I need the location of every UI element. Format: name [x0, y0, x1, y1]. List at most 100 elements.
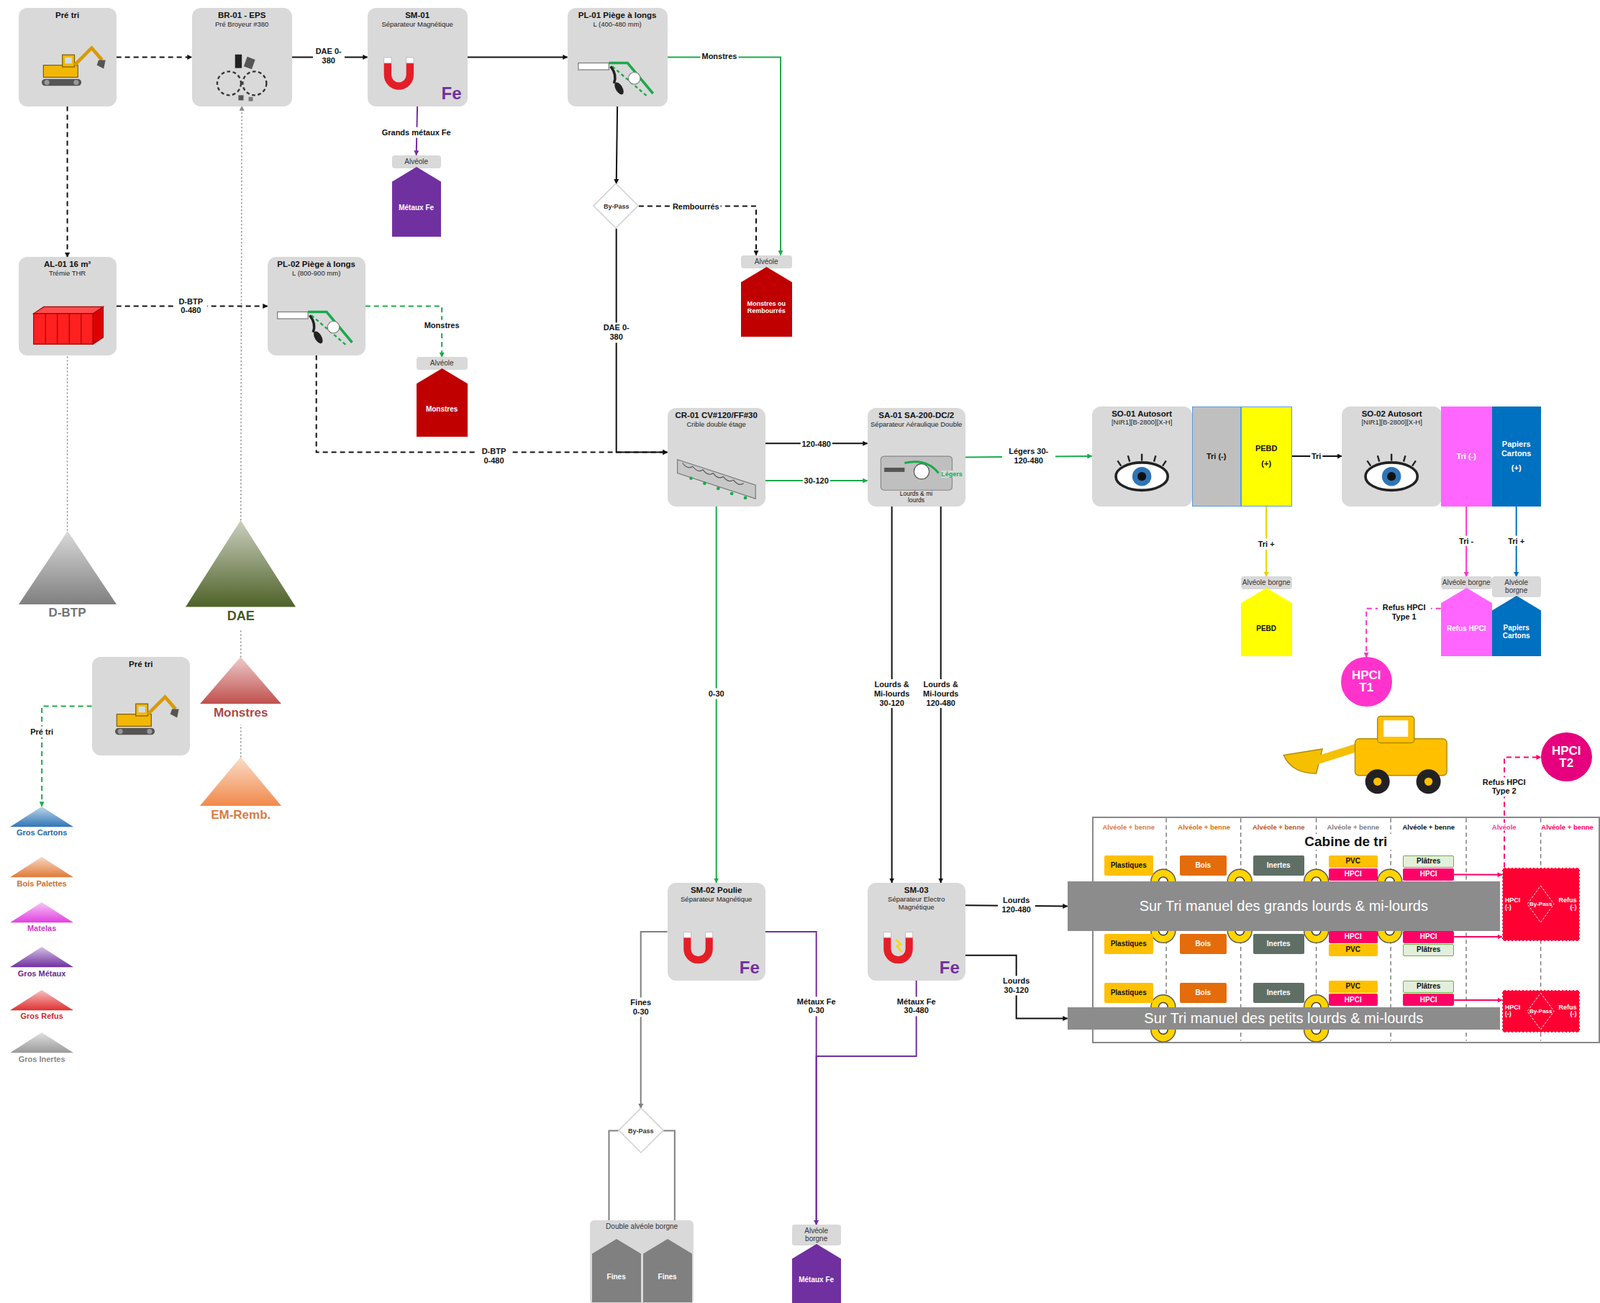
drawing-part	[887, 935, 910, 961]
drawing-part	[618, 1107, 664, 1153]
storage-bay-shape	[1441, 576, 1493, 657]
process-box-text: SM-02 Poulie	[670, 885, 763, 896]
input-stockpile-shape	[10, 946, 74, 984]
process-box-text: L (400-480 mm)	[570, 20, 665, 29]
drawing-part	[684, 932, 692, 939]
machine-icon	[673, 451, 760, 503]
flow-connector	[616, 106, 618, 185]
drawing-part	[1441, 576, 1493, 590]
storage-bay: Alvéole borgnePEBD	[1241, 576, 1293, 657]
sort-category-box-text: PVC	[1345, 857, 1361, 866]
sort-category-box: HPCI	[1328, 993, 1378, 1006]
sort-category-box-text: HPCI	[1344, 933, 1362, 942]
process-box: SM-01Séparateur MagnétiqueFe	[367, 7, 468, 106]
edge-label: Métaux Fe 0-30	[793, 996, 840, 1016]
edge-label: DAE 0-380	[600, 323, 633, 343]
flow-connector	[641, 931, 668, 1108]
input-stockpile-text: DAE	[185, 608, 296, 624]
drawing-part	[884, 467, 905, 472]
process-box-text: Séparateur Magnétique	[670, 895, 763, 904]
storage-bay-text: Métaux Fe	[392, 166, 442, 237]
sort-category-box: HPCI	[1402, 868, 1454, 881]
sort-output-panel-text: Tri (-)	[1456, 451, 1477, 462]
loader-wheel	[1416, 769, 1442, 794]
machine-icon	[97, 680, 185, 752]
process-box-text: Pré Broyeur #380	[194, 20, 290, 29]
drawing-part	[913, 464, 929, 480]
flow-connector	[1453, 935, 1503, 938]
process-box-text: Crible double étage	[670, 420, 763, 429]
sort-category-box-text: Inertes	[1266, 861, 1291, 870]
edge-label: 120-480	[800, 438, 833, 450]
flow-connector	[765, 931, 817, 1225]
drawing-part	[45, 313, 82, 344]
drawing-part	[117, 728, 123, 734]
drawing-part	[33, 307, 103, 314]
sort-category-box: Plâtres	[1402, 855, 1454, 868]
storage-bay-text: Alvéole	[392, 155, 442, 167]
process-box-text: BR-01 - EPS	[194, 10, 290, 21]
drawing-part	[10, 989, 74, 1011]
storage-bay-text: PEBD	[1241, 587, 1293, 657]
storage-bay-text: Fines	[643, 1238, 693, 1303]
storage-bay-text: Monstres	[416, 368, 468, 437]
drawing-part	[593, 183, 639, 229]
machine-icon	[869, 921, 930, 977]
input-stockpile-text: D-BTP	[18, 605, 117, 621]
process-box: CR-01 CV#120/FF#30Crible double étage	[667, 407, 766, 506]
process-box-text: SM-01	[370, 10, 465, 21]
input-stockpile: EM-Remb.	[200, 756, 282, 829]
edge-label: Lourds 120-480	[997, 894, 1036, 915]
sort-category-box: Bois	[1179, 855, 1227, 876]
edge-label: DAE 0-380	[312, 46, 345, 66]
drawing-part	[682, 463, 744, 485]
sort-output-panel-text: Papiers Cartons	[1492, 439, 1542, 458]
sorting-belt: Sur Tri manuel des grands lourds & mi-lo…	[1067, 881, 1500, 931]
loader-arm	[1314, 746, 1359, 762]
bypass-diamond: By-Pass	[1527, 885, 1554, 923]
sort-output-panel-text: Tri (-)	[1206, 451, 1227, 462]
bypass-diamond-text: By-Pass	[628, 1127, 654, 1135]
drawing-part	[73, 79, 79, 85]
storage-bay-text: Alvéole borgne	[1241, 576, 1293, 588]
flow-connector	[116, 56, 193, 58]
process-box-text: Fe	[939, 957, 960, 978]
flow-connector	[467, 56, 568, 58]
drawing-part	[608, 63, 653, 94]
edge-label: Monstres	[700, 51, 739, 62]
sort-category-box-text: Inertes	[1266, 989, 1291, 998]
drawing-part	[10, 902, 74, 923]
input-stockpile: Bois Palettes	[10, 856, 74, 894]
storage-bay-text: Alvéole borgne	[1441, 576, 1493, 588]
sort-category-box-text: Bois	[1194, 940, 1211, 949]
edge-label: Lourds & Mi-lourds 30-120	[869, 679, 915, 709]
sort-category-box-text: HPCI	[1420, 870, 1438, 879]
process-box: PL-02 Piège à longsL (800-900 mm)	[267, 256, 366, 355]
drawing-part	[307, 312, 352, 343]
sorting-belt-text: Sur Tri manuel des grands lourds & mi-lo…	[1139, 897, 1429, 915]
drawing-part	[96, 59, 106, 69]
bypass-diamond-text: By-Pass	[1529, 1007, 1553, 1015]
sort-category-box: Inertes	[1253, 933, 1305, 954]
drawing-part	[276, 312, 308, 319]
drawing-part	[392, 155, 442, 169]
sort-category-box-text: Plâtres	[1416, 946, 1441, 954]
reject-box: HPCI (-)Refus (-)By-Pass	[1502, 989, 1580, 1034]
storage-bay: Alvéole borgnePapiers Cartons	[1492, 576, 1542, 657]
sorting-belt-text: Sur Tri manuel des petits lourds & mi-lo…	[1143, 1010, 1424, 1027]
sort-category-box-text: HPCI	[1344, 870, 1362, 879]
sort-output-panel-text: PEBD	[1255, 443, 1278, 454]
loader-wheel	[1365, 769, 1390, 794]
sort-category-box: Bois	[1179, 982, 1227, 1003]
drawing-part	[243, 56, 256, 70]
process-box: Pré tri	[92, 656, 190, 755]
drawing-part	[235, 54, 242, 69]
bypass-diamond: By-Pass	[1527, 992, 1554, 1030]
process-box-text: PL-01 Piège à longs	[570, 10, 665, 21]
storage-bay-shape	[592, 1238, 642, 1303]
input-stockpile: Gros Métaux	[10, 946, 74, 984]
sort-output-panel: Tri (-)	[1441, 406, 1493, 507]
edge-label: Tri +	[1256, 538, 1277, 550]
input-stockpile-text: Gros Cartons	[10, 828, 74, 838]
